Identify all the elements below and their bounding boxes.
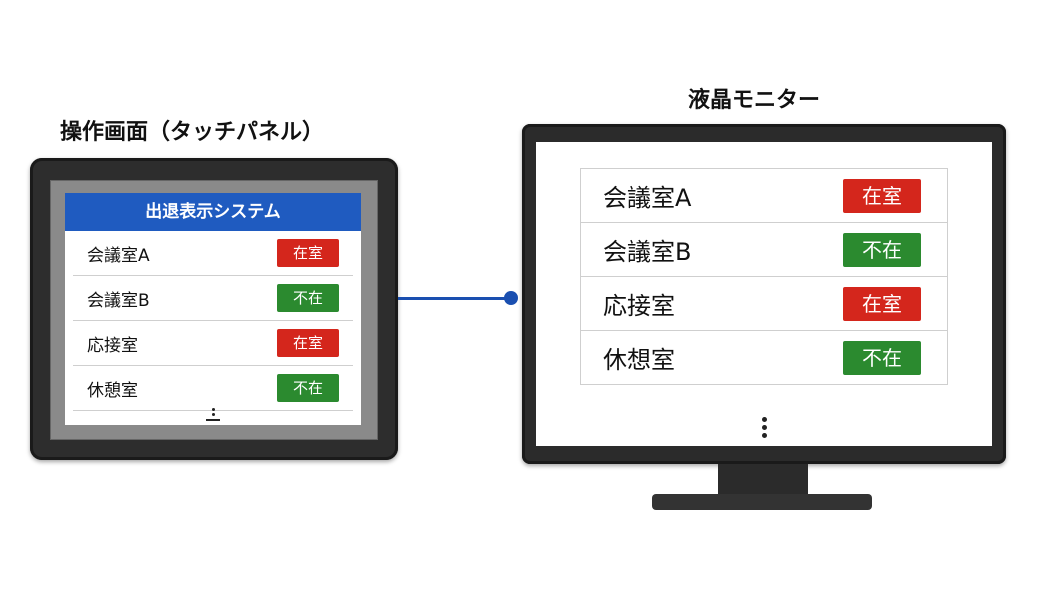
connection-point <box>504 291 518 305</box>
room-name: 会議室B <box>603 238 692 266</box>
status-badge: 在室 <box>843 178 921 213</box>
tp-room-row[interactable]: 会議室A 在室 <box>73 231 353 276</box>
monitor-screen: 会議室A 在室 会議室B 不在 応接室 在室 休想室 不在 <box>536 142 992 446</box>
room-name: 会議室A <box>87 245 150 266</box>
monitor-room-row: 休想室 不在 <box>581 331 947 384</box>
room-name: 応接室 <box>87 335 138 356</box>
monitor-stand-neck <box>718 464 808 498</box>
lcd-monitor: 会議室A 在室 会議室B 不在 応接室 在室 休想室 不在 <box>522 124 1006 464</box>
room-name: 休想室 <box>603 346 675 374</box>
system-title-header: 出退表示システム <box>65 193 361 231</box>
touch-panel-device: 出退表示システム 会議室A 在室 会議室B 不在 応接室 在室 休憩室 不在 <box>30 158 398 460</box>
more-items-icon <box>536 414 992 441</box>
status-badge: 不在 <box>843 232 921 267</box>
status-badge[interactable]: 不在 <box>277 374 339 402</box>
tp-room-row[interactable]: 会議室B 不在 <box>73 276 353 321</box>
room-name: 会議室B <box>87 290 150 311</box>
touch-panel-caption: 操作画面（タッチパネル） <box>60 120 325 145</box>
status-badge: 在室 <box>843 286 921 321</box>
monitor-stand-base <box>652 494 872 510</box>
status-badge[interactable]: 不在 <box>277 284 339 312</box>
connection-cable <box>398 297 512 300</box>
status-badge[interactable]: 在室 <box>277 239 339 267</box>
room-name: 応接室 <box>603 292 675 320</box>
monitor-room-list: 会議室A 在室 会議室B 不在 応接室 在室 休想室 不在 <box>580 168 948 385</box>
tp-room-row[interactable]: 応接室 在室 <box>73 321 353 366</box>
status-badge: 不在 <box>843 340 921 375</box>
room-name: 休憩室 <box>87 380 138 401</box>
monitor-room-row: 応接室 在室 <box>581 277 947 331</box>
monitor-caption: 液晶モニター <box>688 88 821 113</box>
tp-room-row[interactable]: 休憩室 不在 <box>73 366 353 411</box>
touch-panel-screen: 出退表示システム 会議室A 在室 会議室B 不在 応接室 在室 休憩室 不在 <box>65 193 361 425</box>
room-name: 会議室A <box>603 184 692 212</box>
monitor-room-row: 会議室B 不在 <box>581 223 947 277</box>
status-badge[interactable]: 在室 <box>277 329 339 357</box>
more-items-icon[interactable] <box>65 406 361 421</box>
monitor-room-row: 会議室A 在室 <box>581 169 947 223</box>
touch-panel-bezel: 出退表示システム 会議室A 在室 会議室B 不在 応接室 在室 休憩室 不在 <box>50 180 378 440</box>
